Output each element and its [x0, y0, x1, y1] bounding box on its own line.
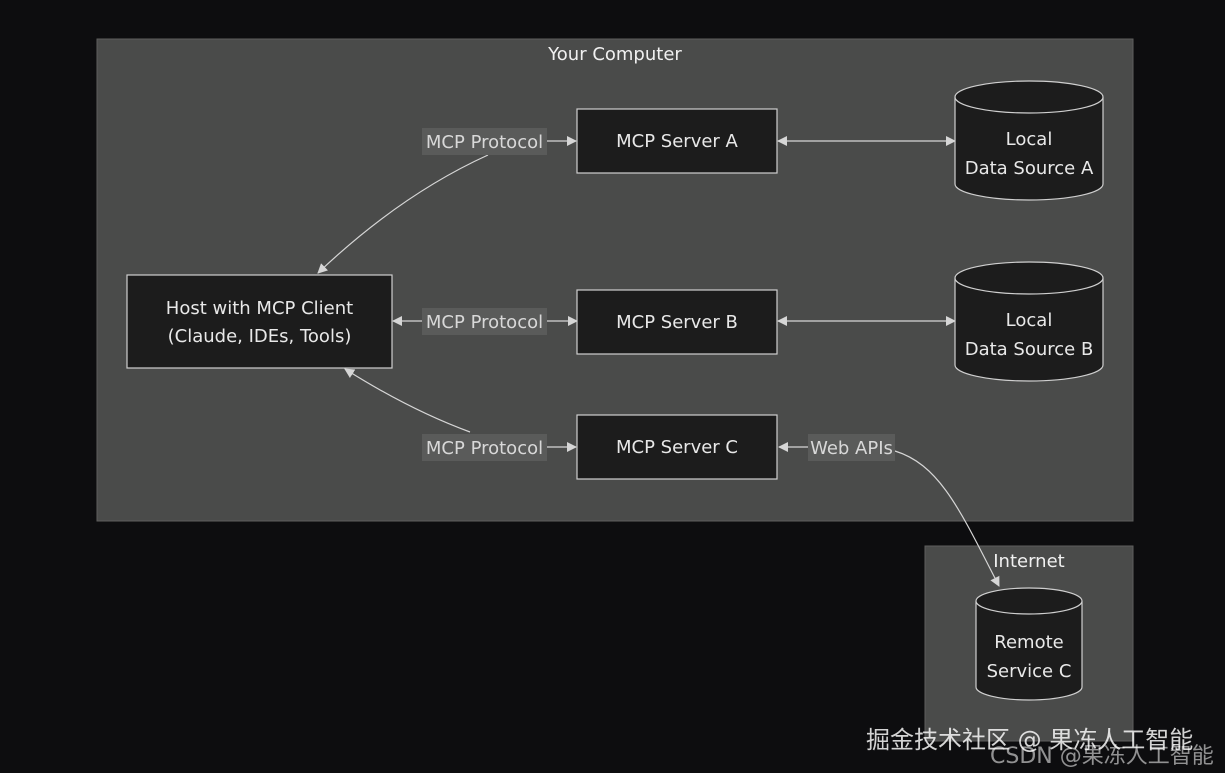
svg-text:Local: Local [1006, 129, 1053, 150]
watermark-juejin: 掘金技术社区 @ 果冻人工智能 [866, 726, 1194, 754]
edge-label-protocol-c: MCP Protocol [422, 434, 547, 461]
node-server-b[interactable]: MCP Server B [576, 289, 778, 355]
edge-host-server-a [317, 154, 489, 274]
edge-label-protocol-b: MCP Protocol [422, 308, 547, 335]
node-host-line-2: (Claude, IDEs, Tools) [168, 326, 352, 347]
node-remote-service-c[interactable]: Remote Service C [975, 587, 1083, 701]
subgraph-internet: Internet [924, 545, 1134, 742]
node-host-line-1: Host with MCP Client [166, 298, 353, 319]
svg-text:MCP Protocol: MCP Protocol [426, 312, 543, 333]
edge-web-apis-remote-c [894, 450, 1000, 587]
edges [317, 136, 1000, 587]
svg-text:Web APIs: Web APIs [810, 438, 893, 459]
node-server-a[interactable]: MCP Server A [576, 108, 778, 174]
svg-text:Data Source B: Data Source B [965, 339, 1094, 360]
svg-text:Data Source A: Data Source A [965, 158, 1094, 179]
watermark-csdn: CSDN @果冻人工智能 [990, 744, 1214, 769]
svg-text:MCP Protocol: MCP Protocol [426, 132, 543, 153]
edge-label-protocol-a: MCP Protocol [422, 128, 547, 155]
svg-text:Service C: Service C [987, 661, 1072, 682]
svg-text:Local: Local [1006, 310, 1053, 331]
node-server-c[interactable]: MCP Server C [576, 414, 778, 480]
subgraph-your-computer-label: Your Computer [547, 44, 682, 65]
svg-text:MCP Server B: MCP Server B [616, 312, 738, 333]
node-host[interactable]: Host with MCP Client (Claude, IDEs, Tool… [126, 274, 393, 369]
edge-label-web-apis: Web APIs [808, 434, 895, 461]
edge-host-server-c [344, 368, 471, 433]
svg-text:MCP Server C: MCP Server C [616, 437, 738, 458]
node-data-source-a[interactable]: Local Data Source A [954, 80, 1104, 201]
svg-text:MCP Server A: MCP Server A [616, 131, 738, 152]
subgraph-internet-label: Internet [993, 551, 1064, 572]
svg-text:MCP Protocol: MCP Protocol [426, 438, 543, 459]
node-data-source-b[interactable]: Local Data Source B [954, 261, 1104, 382]
svg-text:Remote: Remote [994, 632, 1063, 653]
